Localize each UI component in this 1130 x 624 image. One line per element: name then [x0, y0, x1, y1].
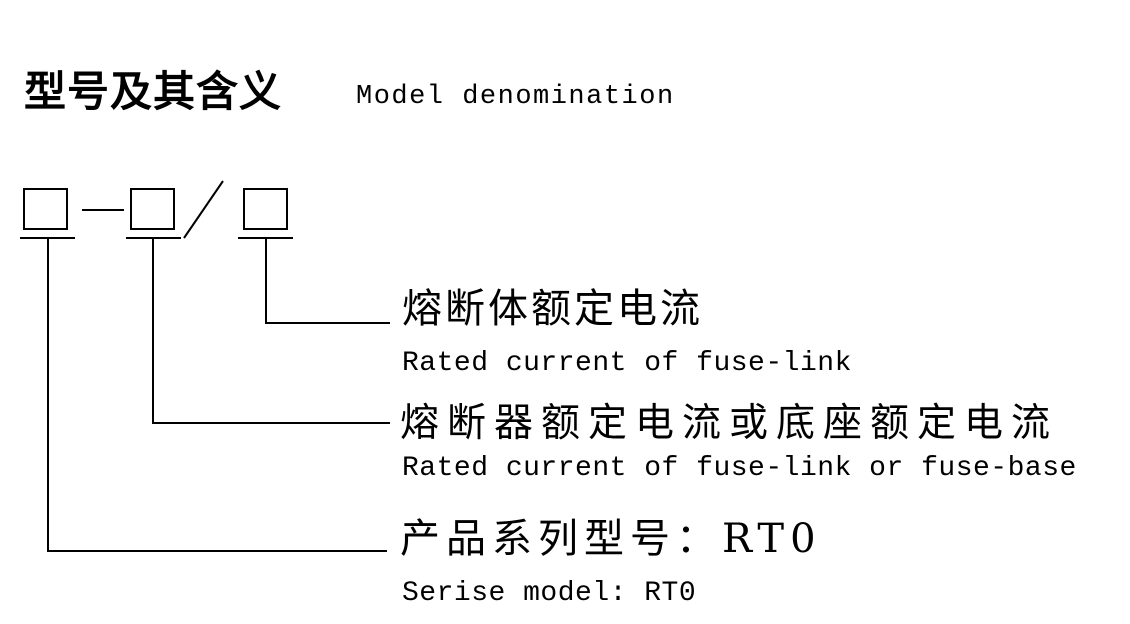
- page-title-cn: 型号及其含义: [24, 68, 283, 115]
- series-code-leader-vertical: [47, 237, 49, 550]
- fuse-rated-current-box: [130, 188, 175, 230]
- callout-fuse-link-rated-current-cn: 熔断体额定电流: [402, 286, 703, 332]
- fuse-link-rated-current-box: [243, 188, 288, 230]
- series-code-leader-horizontal: [47, 550, 387, 552]
- callout-fuse-or-base-rated-current-en: Rated current of fuse-link or fuse-base: [402, 453, 1077, 484]
- callout-series-model-en: Serise model: RT0: [402, 578, 697, 609]
- dash-separator: [82, 209, 124, 211]
- fuse-link-rated-current-leader-horizontal: [265, 322, 390, 324]
- fuse-link-rated-current-leader-vertical: [265, 237, 267, 322]
- fuse-rated-current-leader-vertical: [152, 237, 154, 422]
- series-code-box: [23, 188, 68, 230]
- callout-fuse-link-rated-current-en: Rated current of fuse-link: [402, 348, 852, 379]
- callout-series-model-cn: 产品系列型号：RT0: [400, 516, 822, 562]
- page-title-en: Model denomination: [356, 82, 675, 112]
- callout-fuse-or-base-rated-current-cn: 熔断器额定电流或底座额定电流: [400, 401, 1059, 446]
- fuse-rated-current-leader-horizontal: [152, 422, 390, 424]
